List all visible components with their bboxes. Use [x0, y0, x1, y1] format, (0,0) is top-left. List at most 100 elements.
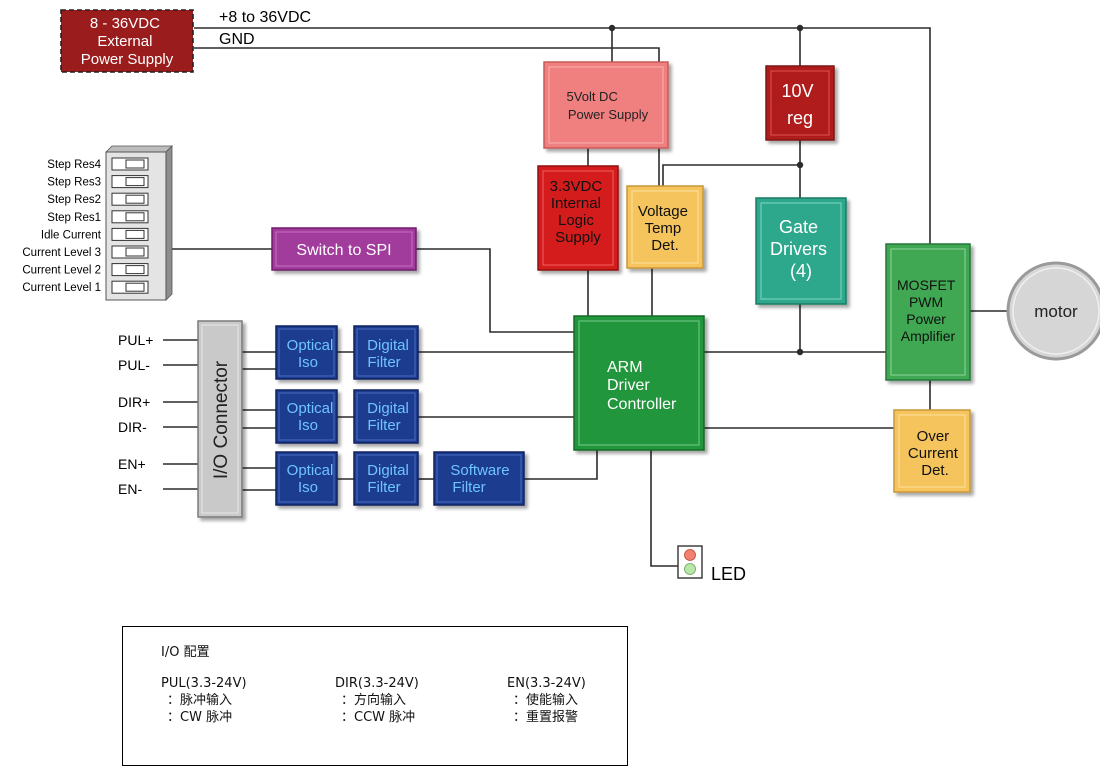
- gate-line-1: Gate: [779, 217, 818, 237]
- svg-text:Gate Drivers (4): Gate Drivers (4): [770, 217, 832, 281]
- gnd-label: GND: [219, 31, 255, 48]
- overcurrent-line-3: Det.: [921, 462, 949, 479]
- motor: [1006, 261, 1100, 361]
- overcurrent-line-1: Over: [917, 428, 950, 445]
- reg10v-line-2: reg: [787, 108, 813, 128]
- dip-switch-toggle: [125, 159, 145, 169]
- stepper-driver-block-diagram: +8 to 36VDC GND 8 - 36VDC External Power…: [22, 9, 1100, 584]
- legend-pul-line-1: ：脉冲输入: [167, 693, 233, 708]
- legend-en-header: EN(3.3-24V): [507, 676, 586, 691]
- wires: [163, 27, 1008, 567]
- optical-2-line-2: Iso: [298, 417, 318, 434]
- digital-2-line-2: Filter: [367, 417, 400, 434]
- pin-en-plus: EN+: [118, 456, 146, 472]
- io-connector: [197, 320, 243, 518]
- io-connector-label: I/O Connector: [211, 360, 232, 479]
- arm-line-3: Controller: [607, 396, 677, 413]
- optical-1-line-1: Optical: [287, 337, 334, 354]
- dip-switch-toggle: [125, 229, 145, 239]
- switch-to-spi-block: [271, 227, 417, 271]
- svg-text:Voltage Temp Det.: Voltage Temp Det.: [638, 203, 692, 254]
- io-pin-labels: PUL+ PUL- DIR+ DIR- EN+ EN-: [118, 332, 153, 497]
- logic33-line-2: Internal: [551, 195, 601, 212]
- svg-text:5Volt DC Power Supply: 5Volt DC Power Supply: [567, 89, 649, 122]
- vplus-label: +8 to 36VDC: [219, 9, 311, 26]
- dip-switch-label: Step Res3: [47, 177, 101, 189]
- optical-1-line-2: Iso: [298, 354, 318, 371]
- junctions: [608, 24, 804, 356]
- gnd-rail: [194, 47, 660, 62]
- svg-text:8 - 36VDC External: 8 - 36VDC External Power Supply: [81, 15, 174, 68]
- optical-3-line-2: Iso: [298, 479, 318, 496]
- legend-dir-line-1: ：方向输入: [341, 693, 407, 708]
- software-line-2: Filter: [452, 479, 485, 496]
- led-label: LED: [711, 564, 746, 584]
- led-green-icon: [684, 563, 696, 575]
- dip-switch-toggle: [125, 212, 145, 222]
- switch-to-spi-label: Switch to SPI: [296, 242, 391, 259]
- dip-switch-toggle: [125, 265, 145, 275]
- legend-col-dir: DIR(3.3-24V) ：方向输入 ：CCW 脉冲: [335, 675, 419, 726]
- mosfet-pwm-block: [885, 243, 971, 381]
- arm-line-2: Driver: [607, 377, 650, 394]
- legend-pul-line-2: ：CW 脉冲: [167, 710, 233, 725]
- pin-dir-plus: DIR+: [118, 394, 150, 410]
- optical-3-line-1: Optical: [287, 462, 334, 479]
- ps5v-line-2: Power Supply: [568, 107, 649, 122]
- svg-text:MOSFET PWM Power A: MOSFET PWM Power Amplifier: [897, 277, 959, 344]
- legend-dir-line-2: ：CCW 脉冲: [341, 710, 416, 725]
- dip-switch-label: Step Res4: [47, 159, 101, 171]
- digital-3-line-2: Filter: [367, 479, 400, 496]
- over-current-det-block: [893, 409, 971, 493]
- dip-switch-label: Current Level 2: [22, 265, 101, 277]
- reg10v-block: [765, 65, 835, 141]
- power-supply-line-2: External: [97, 33, 152, 50]
- digital-1-line-2: Filter: [367, 354, 400, 371]
- reg10v-line-1: 10V: [781, 81, 813, 101]
- legend-col-pul: PUL(3.3-24V) ：脉冲输入 ：CW 脉冲: [161, 675, 247, 726]
- mosfet-line-2: PWM: [909, 294, 943, 310]
- motor-label: motor: [1034, 302, 1078, 321]
- pin-dir-minus: DIR-: [118, 419, 147, 435]
- dip-switch-label: Step Res1: [47, 212, 101, 224]
- svg-text:Over Current Det.: Over Current Det.: [908, 428, 962, 479]
- power-supply-line-1: 8 - 36VDC: [90, 15, 160, 32]
- legend-en-line-2: ：重置报警: [513, 710, 579, 725]
- voltage-temp-det-block: [626, 185, 704, 269]
- io-config-legend: I/O 配置 PUL(3.3-24V) ：脉冲输入 ：CW 脉冲 DIR(3.3…: [122, 626, 628, 766]
- power-supply-line-3: Power Supply: [81, 51, 174, 68]
- ps5v-block: [543, 61, 669, 149]
- dip-switch-toggle: [125, 247, 145, 257]
- pin-en-minus: EN-: [118, 481, 142, 497]
- optical-2-line-1: Optical: [287, 400, 334, 417]
- vtemp-line-2: Temp: [645, 220, 682, 237]
- legend-title: I/O 配置: [161, 645, 210, 660]
- logic33-line-1: 3.3VDC: [550, 178, 603, 195]
- mosfet-line-1: MOSFET: [897, 277, 956, 293]
- gate-drivers-block: [755, 197, 847, 305]
- logic33-block: [537, 165, 619, 271]
- vtemp-line-1: Voltage: [638, 203, 688, 220]
- dip-switch-label: Current Level 1: [22, 282, 101, 294]
- pin-pul-minus: PUL-: [118, 357, 150, 373]
- arm-line-1: ARM: [607, 359, 643, 376]
- gate-line-2: Drivers: [770, 239, 827, 259]
- mosfet-line-3: Power: [906, 311, 946, 327]
- signal-blocks: [275, 325, 525, 506]
- dip-switch-toggle: [125, 194, 145, 204]
- gate-line-3: (4): [790, 261, 812, 281]
- dip-switch-label: Idle Current: [41, 229, 102, 241]
- switch-slots: [111, 157, 149, 294]
- digital-2-line-1: Digital: [367, 400, 409, 417]
- digital-3-line-1: Digital: [367, 462, 409, 479]
- led-indicator: [677, 545, 703, 579]
- logic33-line-3: Logic: [558, 212, 594, 229]
